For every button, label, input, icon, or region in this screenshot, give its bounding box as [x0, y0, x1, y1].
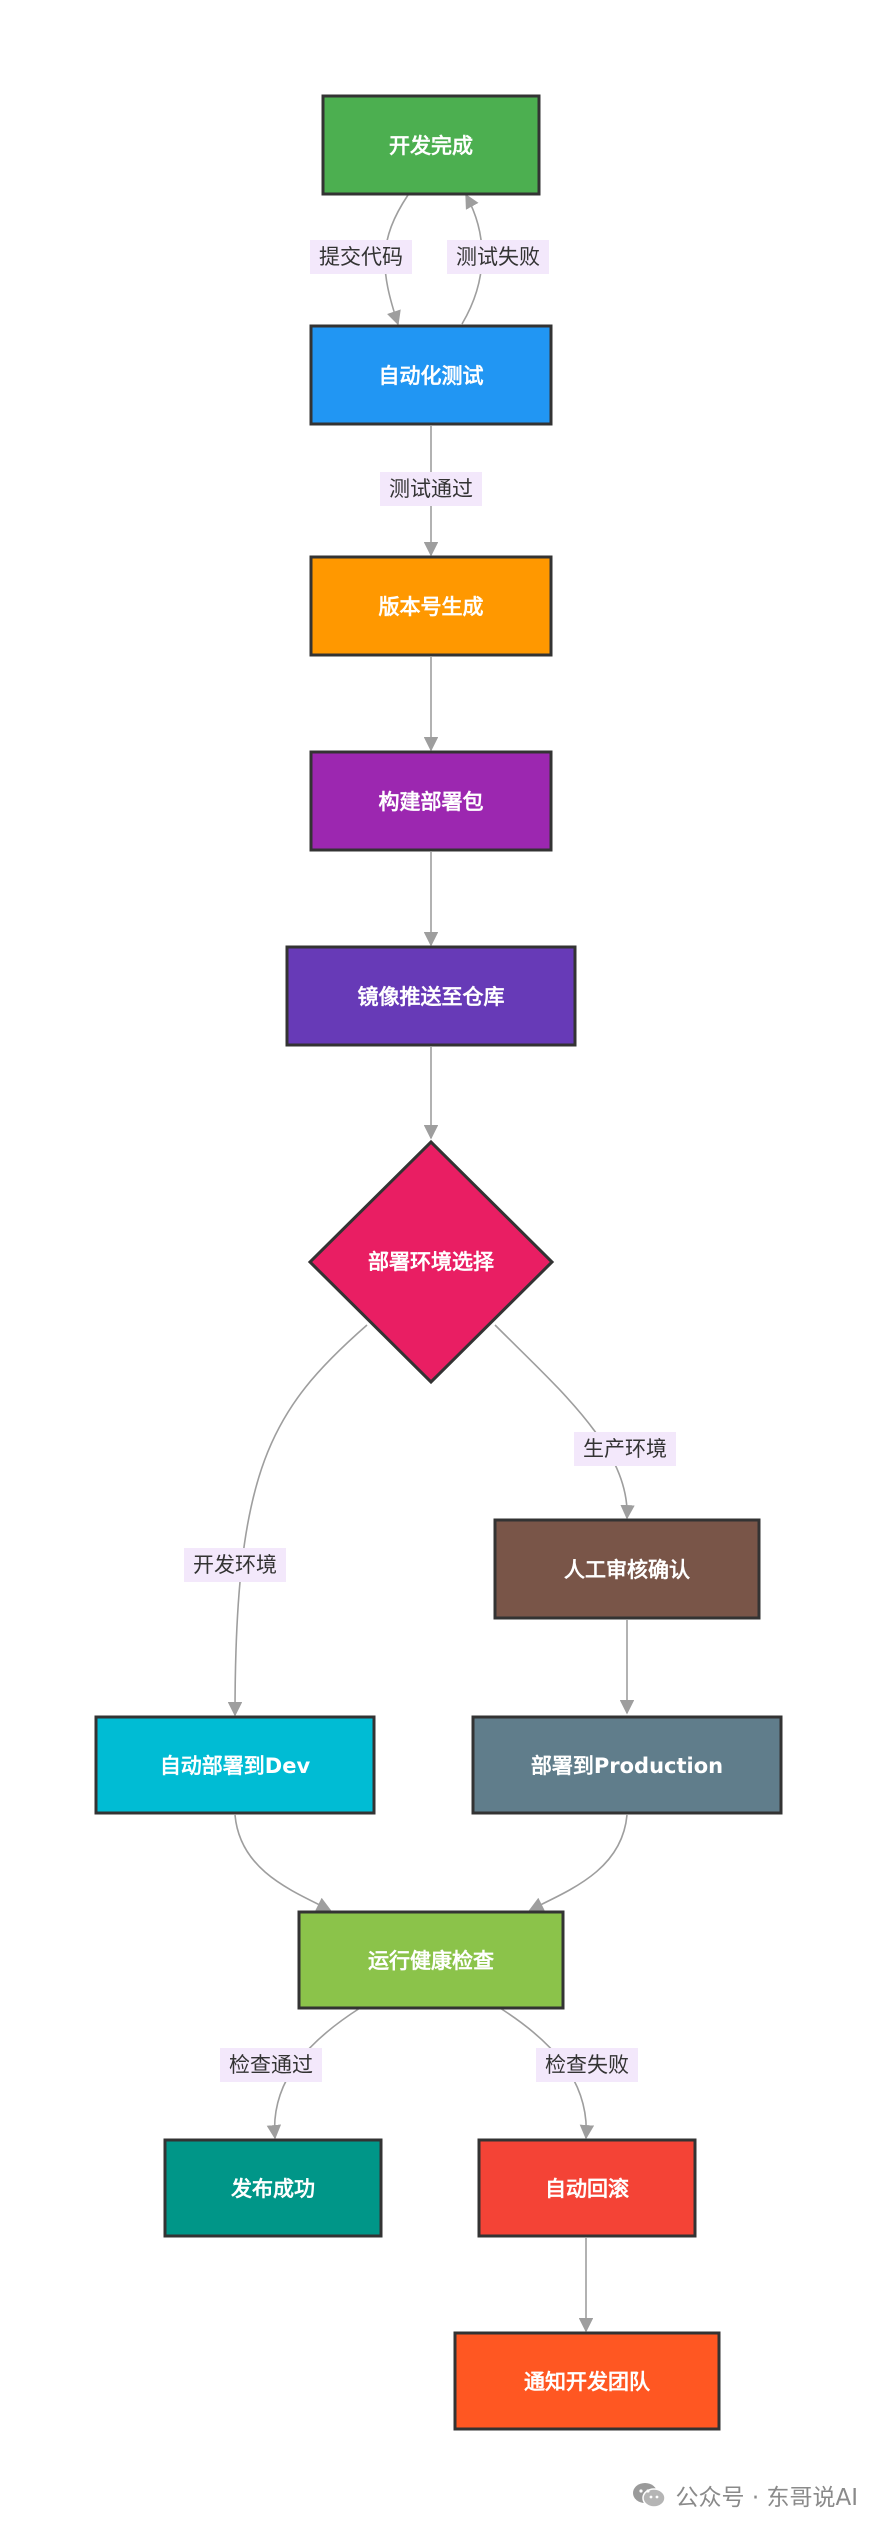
edge-label-test-failed: 测试失败	[447, 240, 549, 274]
edge-label-check-passed: 检查通过	[220, 2048, 322, 2082]
edge-prod-env	[494, 1324, 635, 1520]
watermark: 公众号 · 东哥说AI	[632, 2478, 858, 2512]
svg-text:版本号生成: 版本号生成	[379, 595, 484, 619]
edge-label-test-passed: 测试通过	[380, 472, 482, 506]
node-dev-done: 开发完成	[321, 94, 541, 196]
svg-text:自动回滚: 自动回滚	[545, 2177, 630, 2201]
svg-text:部署到Production: 部署到Production	[531, 1754, 723, 1778]
watermark-text: 公众号 · 东哥说AI	[675, 2485, 858, 2511]
svg-text:生产环境: 生产环境	[583, 1437, 667, 1461]
node-build: 构建部署包	[309, 750, 553, 852]
svg-text:发布成功: 发布成功	[230, 2177, 315, 2201]
edge-prod-health	[528, 1814, 628, 1911]
edge-label-check-failed: 检查失败	[536, 2048, 638, 2082]
edge-label-dev-env: 开发环境	[184, 1548, 286, 1582]
svg-text:人工审核确认: 人工审核确认	[564, 1558, 690, 1582]
svg-text:开发环境: 开发环境	[193, 1553, 277, 1577]
edge-dev-health	[234, 1814, 332, 1911]
svg-text:自动部署到Dev: 自动部署到Dev	[160, 1754, 311, 1778]
node-deploy-dev: 自动部署到Dev	[94, 1715, 376, 1815]
svg-text:测试通过: 测试通过	[389, 477, 473, 501]
node-rollback: 自动回滚	[477, 2138, 697, 2238]
svg-text:自动化测试: 自动化测试	[379, 364, 484, 388]
svg-text:通知开发团队: 通知开发团队	[524, 2370, 651, 2394]
svg-text:部署环境选择: 部署环境选择	[368, 1250, 495, 1274]
svg-text:开发完成: 开发完成	[389, 134, 473, 158]
svg-text:提交代码: 提交代码	[319, 245, 403, 269]
node-version: 版本号生成	[309, 555, 553, 657]
svg-text:构建部署包: 构建部署包	[379, 790, 484, 814]
node-deploy-prod: 部署到Production	[471, 1715, 783, 1815]
edge-label-submit-code: 提交代码	[310, 240, 412, 274]
svg-text:检查通过: 检查通过	[229, 2053, 313, 2077]
node-push-image: 镜像推送至仓库	[285, 945, 577, 1047]
node-env-select: 部署环境选择	[307, 1139, 555, 1385]
node-release-ok: 发布成功	[163, 2138, 383, 2238]
node-health-check: 运行健康检查	[297, 1910, 565, 2010]
node-auto-test: 自动化测试	[309, 324, 553, 426]
node-manual-review: 人工审核确认	[493, 1518, 761, 1620]
wechat-icon	[632, 2483, 666, 2508]
svg-text:检查失败: 检查失败	[545, 2053, 629, 2077]
node-notify: 通知开发团队	[453, 2331, 721, 2431]
svg-text:运行健康检查: 运行健康检查	[368, 1949, 494, 1973]
svg-text:测试失败: 测试失败	[456, 245, 540, 269]
svg-text:镜像推送至仓库: 镜像推送至仓库	[358, 985, 505, 1009]
edge-dev-env	[227, 1324, 368, 1717]
edge-label-prod-env: 生产环境	[574, 1432, 676, 1466]
